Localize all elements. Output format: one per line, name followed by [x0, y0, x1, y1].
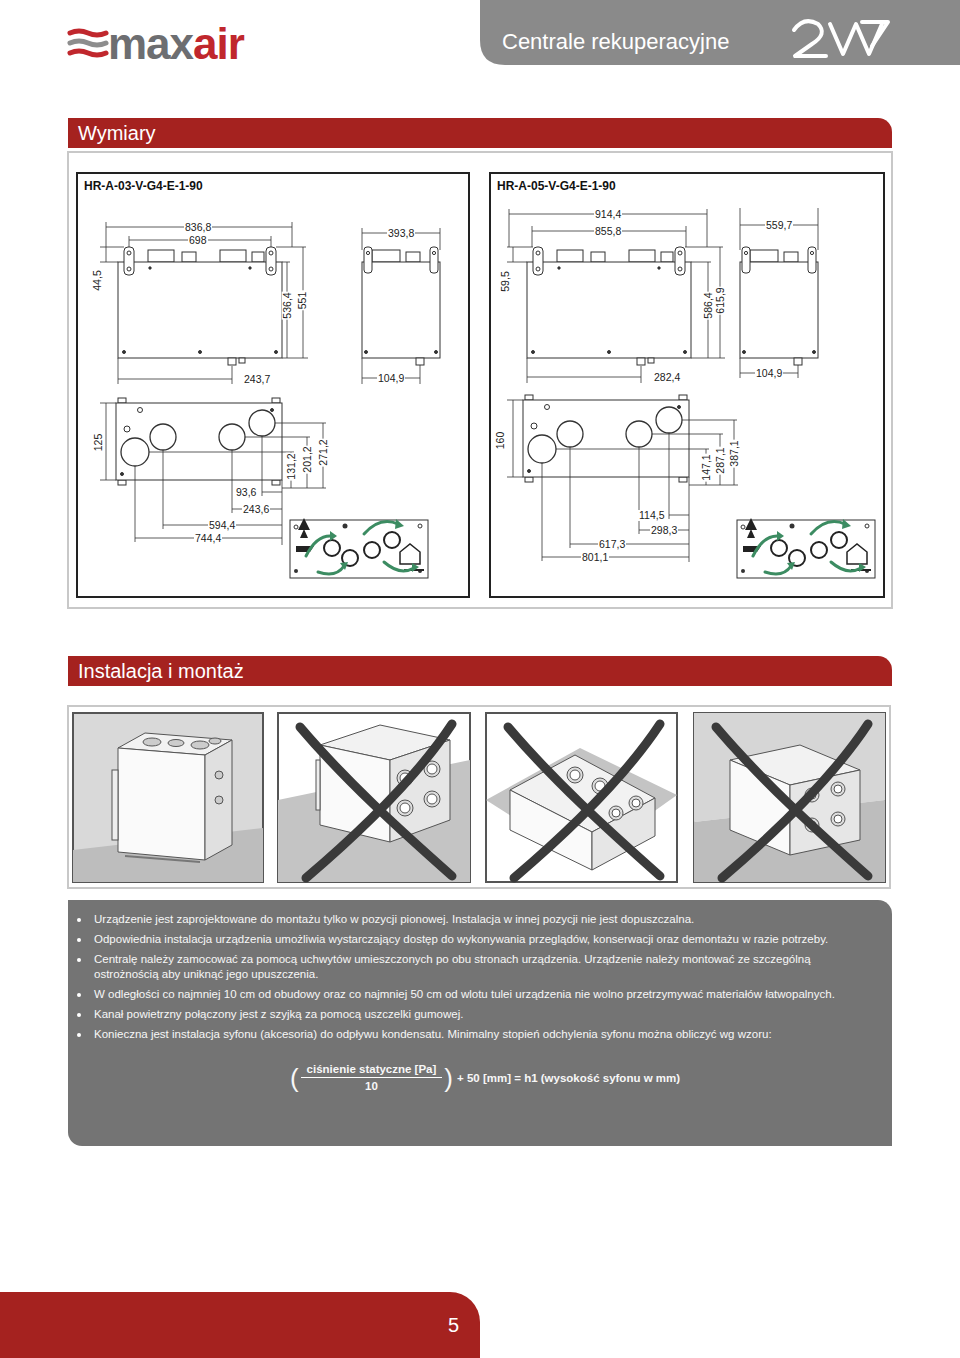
dimension-value: 125	[93, 432, 104, 452]
dimension-value: 594,4	[208, 520, 236, 531]
formula: (ciśnienie statyczne [Pa]10)+ 50 [mm] = …	[94, 1062, 874, 1093]
dimension-value: 617,3	[598, 539, 626, 550]
section-bar: Wymiary	[68, 118, 892, 148]
model-name: HR-A-05-V-G4-E-1-90	[497, 179, 616, 193]
instruction-text: Kanał powietrzny połączony jest z szyjką…	[94, 1008, 463, 1020]
instruction-text: Urządzenie jest zaprojektowane do montaż…	[94, 913, 694, 925]
header-tab: Centrale rekuperacyjne	[480, 0, 960, 65]
page-number: 5	[448, 1314, 459, 1336]
formula-bracket: )	[442, 1063, 455, 1093]
dimension-value: 104,9	[377, 373, 405, 384]
dimension-value: 93,6	[235, 487, 257, 498]
bullet-item: Odpowiednia instalacja urządzenia umożli…	[94, 932, 874, 947]
logo-text: max	[108, 22, 193, 66]
section-title: Wymiary	[78, 122, 156, 144]
dimension-value: 104,9	[755, 368, 783, 379]
bullet-dot	[77, 1013, 81, 1017]
dimension-value: 271,2	[318, 438, 329, 466]
formula-bracket: (	[288, 1063, 301, 1093]
instruction-text: Konieczna jest instalacja syfonu (akceso…	[94, 1028, 772, 1040]
bullet-item: Konieczna jest instalacja syfonu (akceso…	[94, 1027, 874, 1042]
bullet-item: Kanał powietrzny połączony jest z szyjką…	[94, 1007, 874, 1022]
dimension-value: 536,4	[282, 291, 293, 319]
dimension-value: 243,6	[242, 504, 270, 515]
formula-numerator: ciśnienie statyczne [Pa]	[301, 1062, 443, 1078]
bullet-dot	[77, 918, 81, 922]
dimension-value: 615,9	[715, 286, 726, 314]
instruction-box: Urządzenie jest zaprojektowane do montaż…	[68, 900, 892, 1146]
bullet-dot	[77, 958, 81, 962]
instruction-text: Centralę należy zamocować za pomocą uchw…	[94, 953, 811, 980]
dimension-value: 801,1	[581, 552, 609, 563]
model-name: HR-A-03-V-G4-E-1-90	[84, 179, 203, 193]
dimension-value: 393,8	[387, 228, 415, 239]
dimension-value: 298,3	[650, 525, 678, 536]
dimension-value: 243,7	[243, 374, 271, 385]
dimension-value: 114,5	[638, 510, 666, 521]
formula-denominator: 10	[365, 1078, 378, 1093]
page-number-tab: 5	[0, 1292, 480, 1358]
bullet-item: Urządzenie jest zaprojektowane do montaż…	[94, 912, 874, 927]
header-title: Centrale rekuperacyjne	[502, 30, 729, 54]
formula-text: + 50 [mm] = h1 (wysokość syfonu w mm)	[457, 1071, 680, 1085]
instruction-text: Odpowiednia instalacja urządzenia umożli…	[94, 933, 828, 945]
dimension-value: 131,2	[286, 452, 297, 480]
dimension-value: 551	[297, 290, 308, 310]
dimension-value: 744,4	[194, 533, 222, 544]
dimension-value: 282,4	[653, 372, 681, 383]
dimension-value: 914,4	[594, 209, 622, 220]
bullet-dot	[77, 1033, 81, 1037]
dimension-value: 855,8	[594, 226, 622, 237]
instruction-text: W odległości co najmniej 10 cm od obudow…	[94, 988, 835, 1000]
dimension-value: 201,2	[302, 445, 313, 473]
dimension-value: 147,1	[701, 453, 712, 481]
dimension-panel: HR-A-05-V-G4-E-1-90	[489, 172, 885, 598]
dimension-value: 836,8	[184, 222, 212, 233]
dimension-value: 698	[188, 235, 208, 246]
bullet-dot	[77, 993, 81, 997]
bullet-item: Centralę należy zamocować za pomocą uchw…	[94, 952, 874, 982]
section-title: Instalacja i montaż	[78, 660, 244, 682]
section-bar: Instalacja i montaż	[68, 656, 892, 686]
dimension-value: 44,5	[92, 269, 103, 291]
dimension-value: 160	[495, 430, 506, 450]
dimension-value: 586,4	[703, 291, 714, 319]
logo-text: air	[193, 22, 244, 66]
dimension-value: 287,1	[715, 446, 726, 474]
bullet-item: W odległości co najmniej 10 cm od obudow…	[94, 987, 874, 1002]
dimension-value: 59,5	[500, 270, 511, 292]
dimension-value: 559,7	[765, 220, 793, 231]
dimension-value: 387,1	[729, 439, 740, 467]
fraction: ciśnienie statyczne [Pa]10	[301, 1062, 443, 1093]
bullet-dot	[77, 938, 81, 942]
